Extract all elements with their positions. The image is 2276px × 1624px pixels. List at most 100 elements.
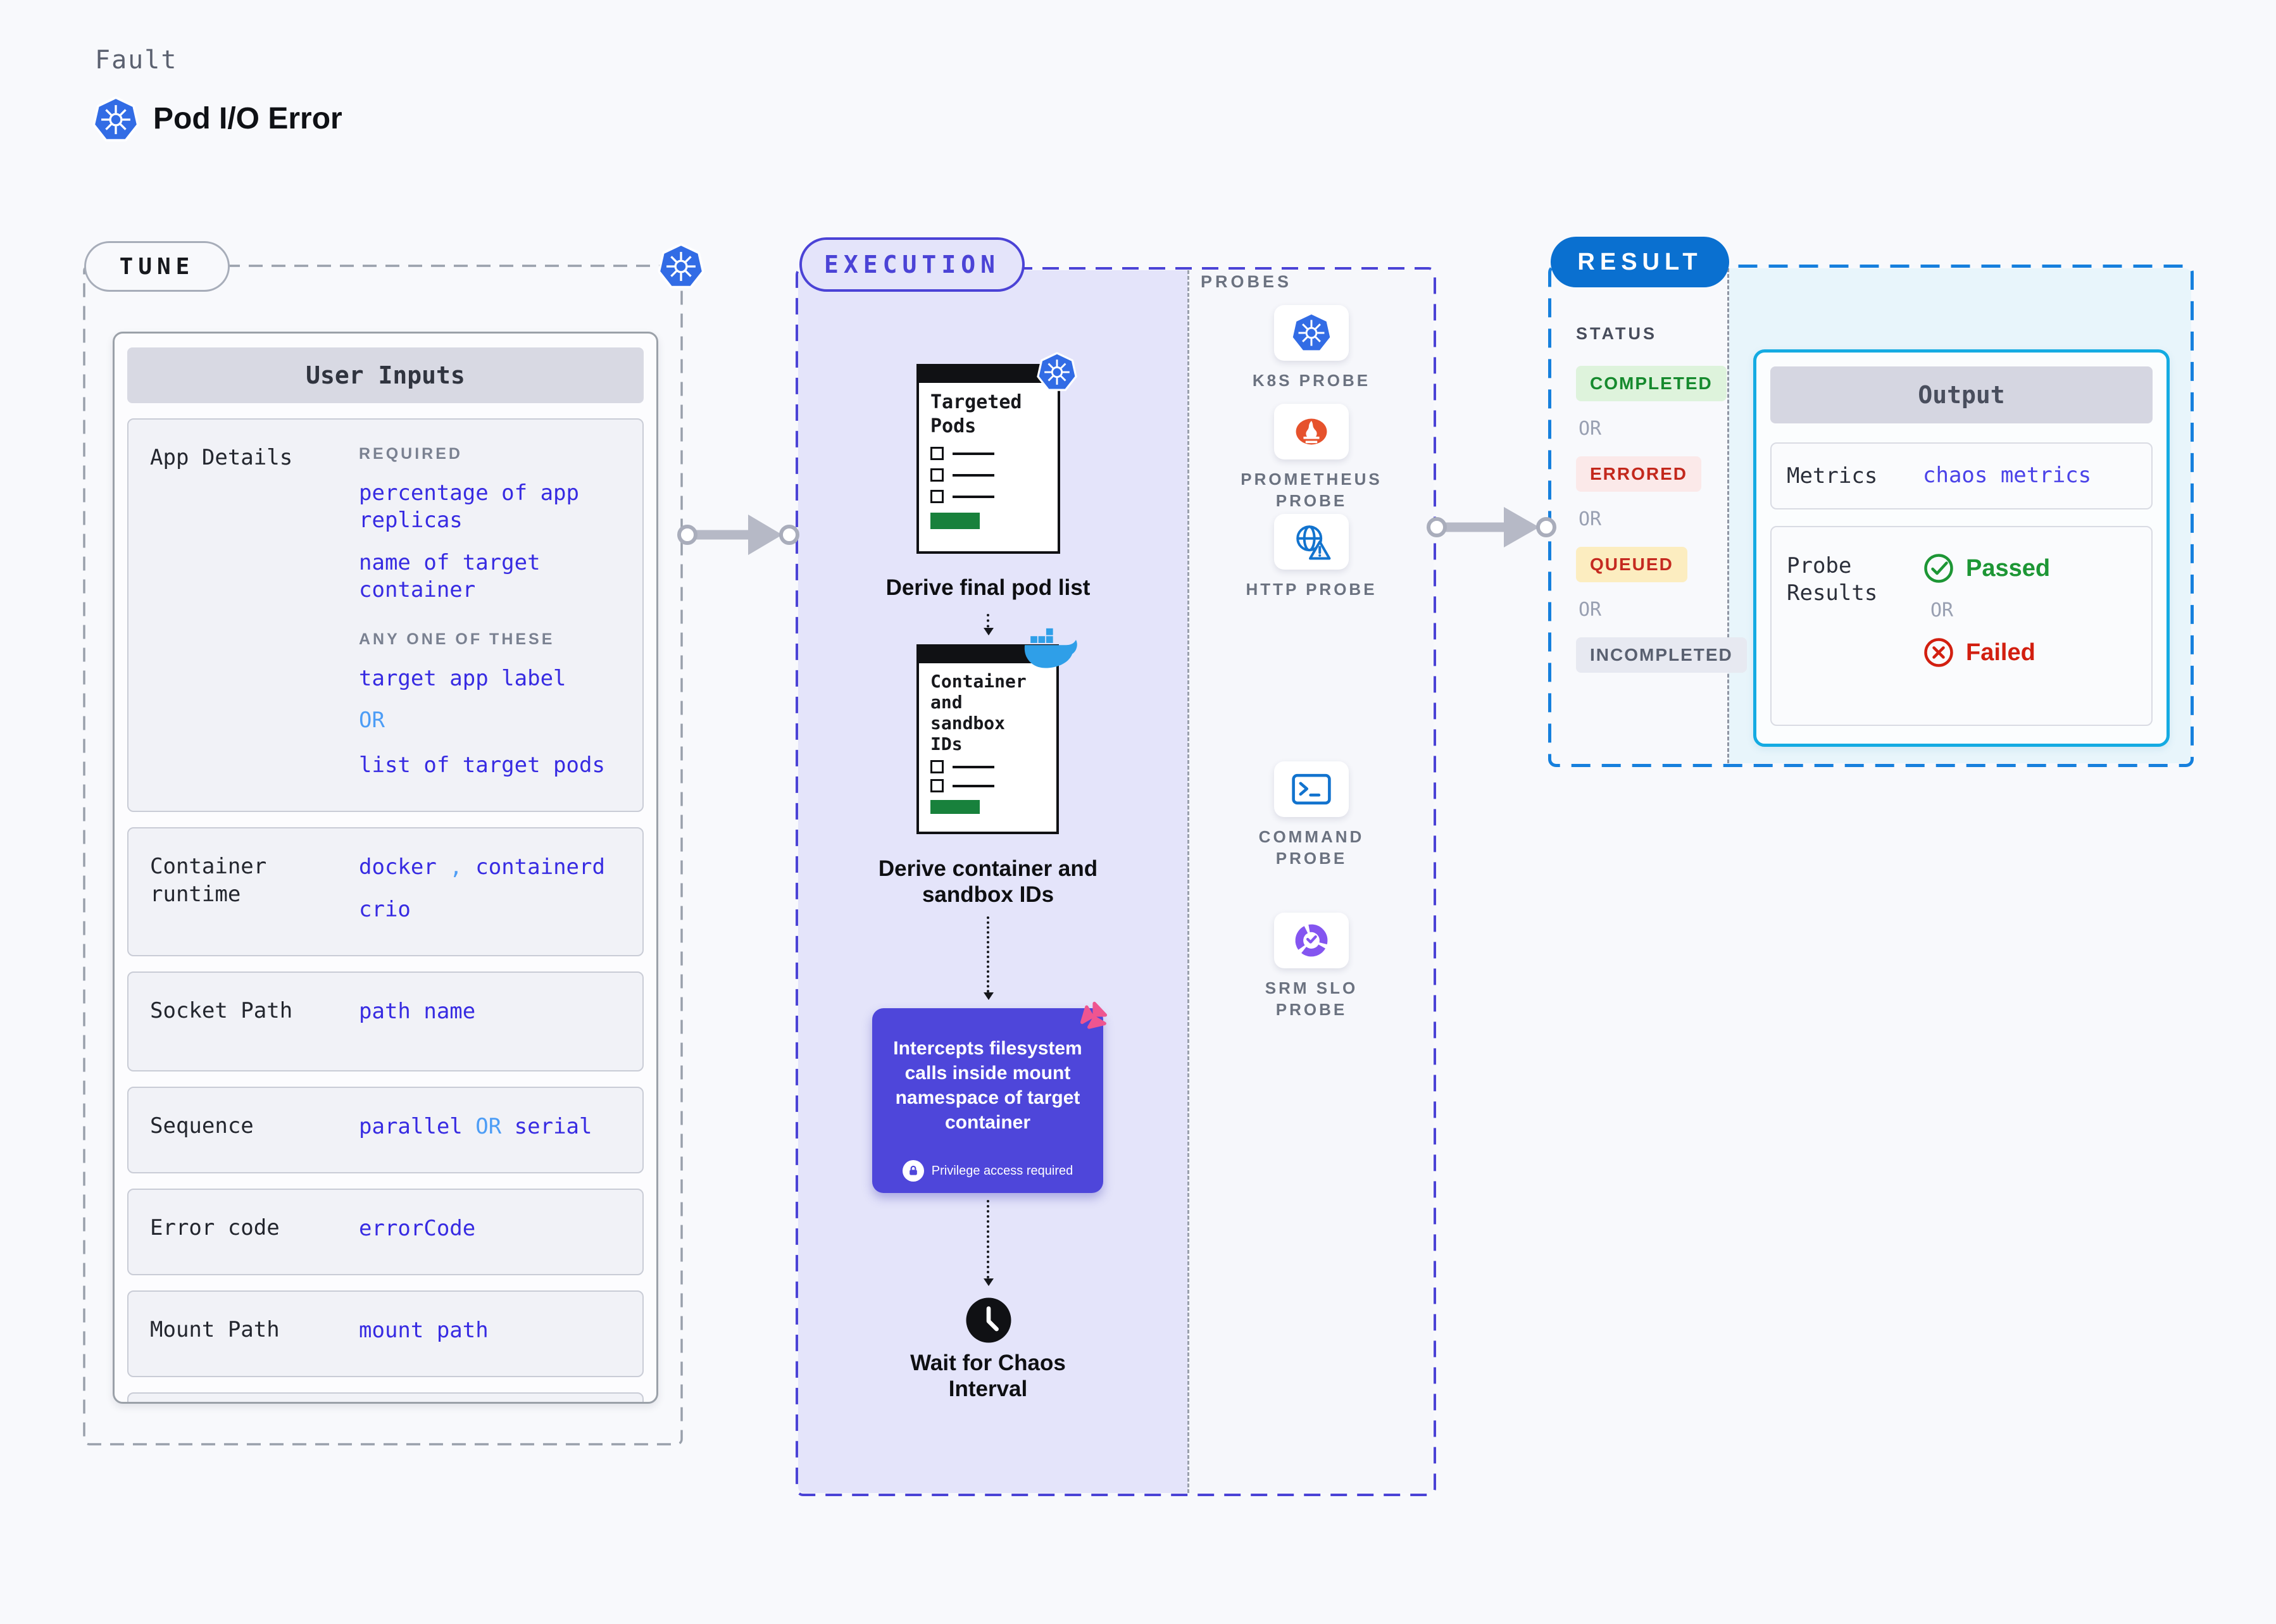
input-value: path name	[359, 999, 476, 1024]
probe-tile	[1274, 305, 1349, 361]
execution-section-label: EXECUTION	[799, 237, 1025, 292]
probes-title: PROBES	[1201, 272, 1292, 291]
probes-divider	[1187, 270, 1189, 1493]
status-badge-wrap: ERRORED	[1576, 456, 1722, 492]
user-input-row-values: path name	[359, 997, 632, 1040]
status-title: STATUS	[1576, 324, 1657, 343]
metrics-value: chaos metrics	[1923, 463, 2092, 488]
probe-item: PROMETHEUS PROBE	[1188, 404, 1435, 511]
probe-tile	[1274, 514, 1349, 570]
probe-label: PROMETHEUS PROBE	[1241, 470, 1382, 510]
or-separator: OR	[1579, 508, 1602, 530]
kubernetes-icon	[658, 243, 704, 290]
tune-section-label: TUNE	[84, 241, 230, 292]
checkbox-row	[930, 468, 1046, 482]
result-panel-border	[1548, 265, 2194, 767]
user-input-row-values: errorCode	[359, 1214, 632, 1258]
step-label: Derive final pod list	[885, 575, 1091, 600]
page-title: Pod I/O Error	[153, 102, 342, 135]
value-word: serial	[501, 1114, 592, 1139]
user-inputs-rows: App Details REQUIRED percentage of app rep…	[127, 418, 644, 1402]
document-title: Container and sandbox IDs	[930, 671, 1027, 754]
fault-kicker: Fault	[95, 46, 178, 75]
user-input-row-values: parallel OR serial	[359, 1112, 632, 1156]
result-section-label: RESULT	[1551, 237, 1729, 287]
probe-tile	[1274, 913, 1349, 968]
passed-status: Passed	[1923, 553, 2145, 584]
value-group-caption: ANY ONE OF THESE	[359, 630, 555, 648]
user-input-row: Advanced tunablesfile pathpercentagemeth…	[127, 1392, 644, 1402]
user-input-row-values: mount path	[359, 1316, 632, 1359]
probe-item: K8S PROBE	[1188, 305, 1435, 391]
result-divider	[1727, 268, 1729, 763]
input-value: mount path	[359, 1318, 489, 1343]
litmus-icon	[1077, 999, 1111, 1034]
probe-item: COMMAND PROBE	[1188, 761, 1435, 869]
srm-icon	[1291, 920, 1332, 961]
probe-tile	[1274, 761, 1349, 817]
probe-results-row: Probe Results Passed OR Failed	[1770, 526, 2153, 726]
arrow-right-icon	[1427, 507, 1556, 547]
x-circle-icon	[1923, 637, 1954, 668]
docker-icon	[1023, 628, 1081, 670]
intercept-step-box: Intercepts filesystem calls inside mount…	[872, 1008, 1103, 1193]
metrics-row: Metrics chaos metrics	[1770, 442, 2153, 509]
checkbox-row	[930, 779, 1045, 792]
metrics-label: Metrics	[1787, 463, 1878, 489]
check-circle-icon	[1923, 553, 1954, 584]
user-input-row-label: Sequence	[150, 1113, 254, 1139]
probe-results-label: Probe Results	[1787, 553, 1878, 606]
flow-connector	[984, 614, 994, 635]
value-group-caption: REQUIRED	[359, 445, 463, 463]
probe-label: COMMAND PROBE	[1258, 827, 1365, 868]
probe-item: SRM SLO PROBE	[1188, 913, 1435, 1020]
user-input-row: Sequence parallel OR serial	[127, 1087, 644, 1173]
input-value: name of target container	[359, 550, 541, 603]
tune-panel-border	[83, 265, 683, 1446]
progress-bar	[930, 800, 980, 814]
status-badge: ERRORED	[1576, 456, 1702, 492]
user-input-row: Container runtime docker , containerd crio	[127, 827, 644, 956]
user-input-row-label: Container runtime	[150, 854, 267, 907]
input-value: parallel OR serial	[359, 1113, 632, 1140]
status-badge-wrap: COMPLETED	[1576, 366, 1727, 401]
or-word: ,	[436, 854, 476, 880]
or-separator: OR	[1579, 599, 1602, 621]
flow-connector	[984, 1200, 994, 1286]
clock-icon	[965, 1297, 1012, 1344]
input-value: list of target pods	[359, 753, 605, 778]
user-input-row-label: Error code	[150, 1215, 280, 1240]
user-input-row: App Details REQUIRED percentage of app rep…	[127, 418, 644, 812]
checkbox-row	[930, 447, 1046, 460]
privilege-note: Privilege access required	[872, 1160, 1103, 1182]
input-value: target app label	[359, 666, 566, 691]
failed-label: Failed	[1966, 639, 2035, 666]
or-word: OR	[475, 1114, 502, 1139]
input-value: percentage of app replicas	[359, 480, 579, 533]
probe-results-content: Passed OR Failed	[1923, 553, 2145, 711]
k8s-icon	[1291, 312, 1332, 354]
step-label: Derive container and sandbox IDs	[878, 856, 1098, 907]
http-icon	[1291, 521, 1332, 563]
checkbox-row	[930, 760, 1045, 773]
status-badge: QUEUED	[1576, 547, 1687, 582]
user-input-row-label: Socket Path	[150, 998, 293, 1023]
or-separator: OR	[359, 708, 385, 733]
document-titlebar	[919, 366, 1058, 383]
user-input-row-values: REQUIRED percentage of app replicas name o…	[359, 444, 632, 794]
value-word: containerd	[475, 854, 605, 880]
probe-label: SRM SLO PROBE	[1265, 978, 1358, 1019]
kubernetes-icon	[92, 96, 139, 143]
input-value: crio	[359, 897, 411, 922]
user-input-row-label: App Details	[150, 445, 293, 470]
output-header: Output	[1770, 366, 2153, 423]
input-value: docker , containerd	[359, 854, 632, 881]
user-inputs-card: User Inputs App Details REQUIRED percentag…	[113, 332, 658, 1404]
user-inputs-header: User Inputs	[127, 347, 644, 403]
input-value: errorCode	[359, 1216, 476, 1241]
arrow-right-icon	[677, 515, 799, 555]
user-input-row-label: Mount Path	[150, 1317, 280, 1342]
container-ids-document: Container and sandbox IDs	[916, 644, 1059, 834]
prometheus-icon	[1291, 411, 1332, 453]
